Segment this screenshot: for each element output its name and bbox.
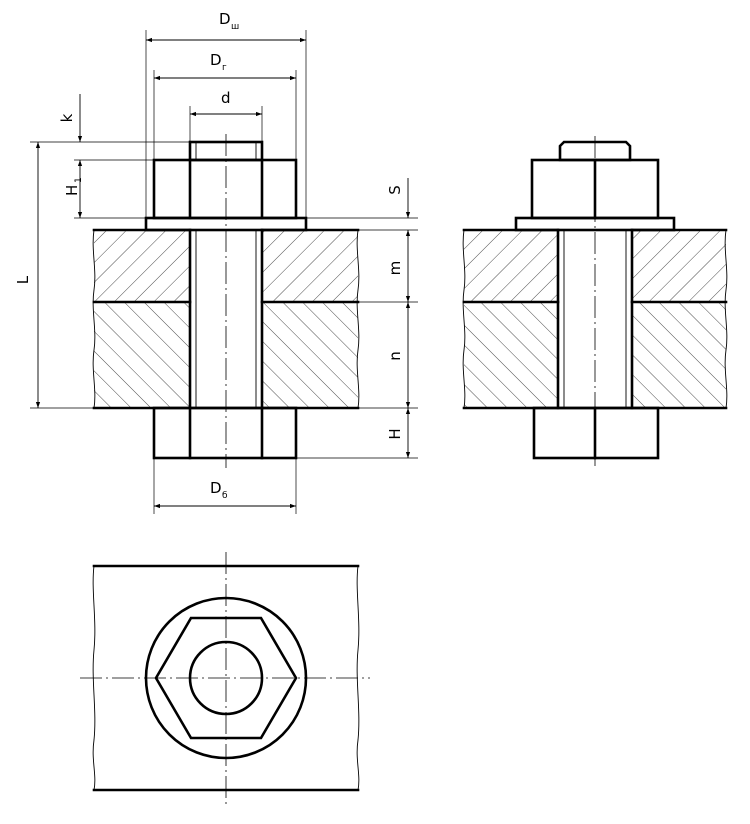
bolt-head [152, 406, 298, 460]
nut [152, 158, 298, 220]
label-k: k [58, 113, 76, 122]
label-d-b: D [210, 479, 222, 497]
label-h: H [386, 428, 404, 439]
label-n: n [386, 351, 404, 361]
right-section-view [462, 136, 728, 466]
label-d-sh: D [219, 10, 231, 28]
left-section-view: D ш D г d k H 1 L S m n H D б [14, 10, 418, 514]
label-d-b-sub: б [222, 491, 228, 501]
label-d-g-sub: г [222, 63, 227, 73]
label-d-g: D [210, 51, 222, 69]
top-view [80, 552, 370, 804]
label-m: m [386, 261, 404, 276]
label-s: S [386, 185, 404, 195]
label-l: L [14, 275, 32, 284]
label-h1-sub: 1 [74, 177, 84, 183]
bolt-shank [195, 230, 257, 408]
label-h1: H [63, 185, 81, 196]
lower-plate-hatch [94, 302, 358, 408]
label-d-sh-sub: ш [231, 22, 239, 32]
upper-plate-hatch [94, 230, 358, 302]
dimension-labels: D ш D г d k H 1 L S m n H D б [14, 10, 404, 501]
dimension-lines [35, 37, 411, 509]
label-d: d [221, 89, 231, 107]
